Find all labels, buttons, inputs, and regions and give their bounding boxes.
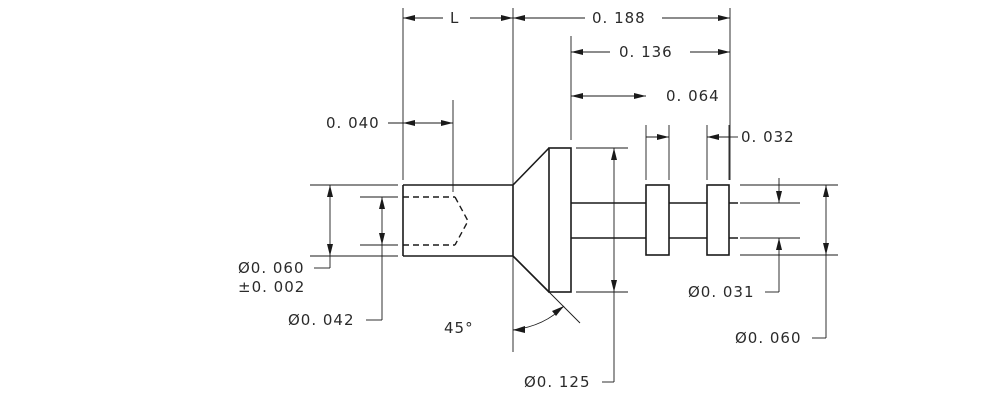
label-angle: 45° (444, 319, 474, 337)
hidden-bore (403, 196, 469, 246)
label-width-032: 0. 032 (741, 128, 795, 146)
dim-dia-060-right (812, 185, 829, 339)
flange-head (548, 147, 572, 293)
dim-width-032 (646, 134, 738, 140)
dim-length-040 (388, 120, 453, 126)
dim-dia-042 (366, 197, 385, 321)
collar-1 (645, 184, 670, 256)
label-dia-031: Ø0. 031 (688, 283, 755, 301)
dim-length-136 (571, 49, 730, 55)
collar-2 (706, 184, 730, 256)
dim-length-064 (571, 93, 646, 99)
dimension-labels: L 0. 188 0. 136 0. 064 0. 040 0. 032 Ø0.… (238, 9, 802, 391)
label-tol-060-left: ±0. 002 (238, 278, 305, 296)
label-dia-060-left: Ø0. 060 (238, 259, 305, 277)
extension-lines (310, 8, 838, 352)
label-length-064: 0. 064 (666, 87, 720, 105)
dim-dia-031 (765, 178, 782, 293)
label-length-136: 0. 136 (619, 43, 673, 61)
label-overall-length: 0. 188 (592, 9, 646, 27)
dim-angle-45 (512, 291, 581, 333)
left-shank (402, 184, 513, 257)
dim-dia-060-left (314, 185, 333, 269)
label-length-040: 0. 040 (326, 114, 380, 132)
dim-overall-188 (513, 15, 730, 21)
label-length-L: L (450, 9, 459, 27)
label-dia-060-right: Ø0. 060 (735, 329, 802, 347)
label-dia-125: Ø0. 125 (524, 373, 591, 391)
thin-pin (571, 202, 738, 239)
label-dia-042: Ø0. 042 (288, 311, 355, 329)
dim-dia-125 (602, 148, 617, 383)
cone-taper (512, 147, 550, 293)
dim-length-L (403, 15, 513, 21)
